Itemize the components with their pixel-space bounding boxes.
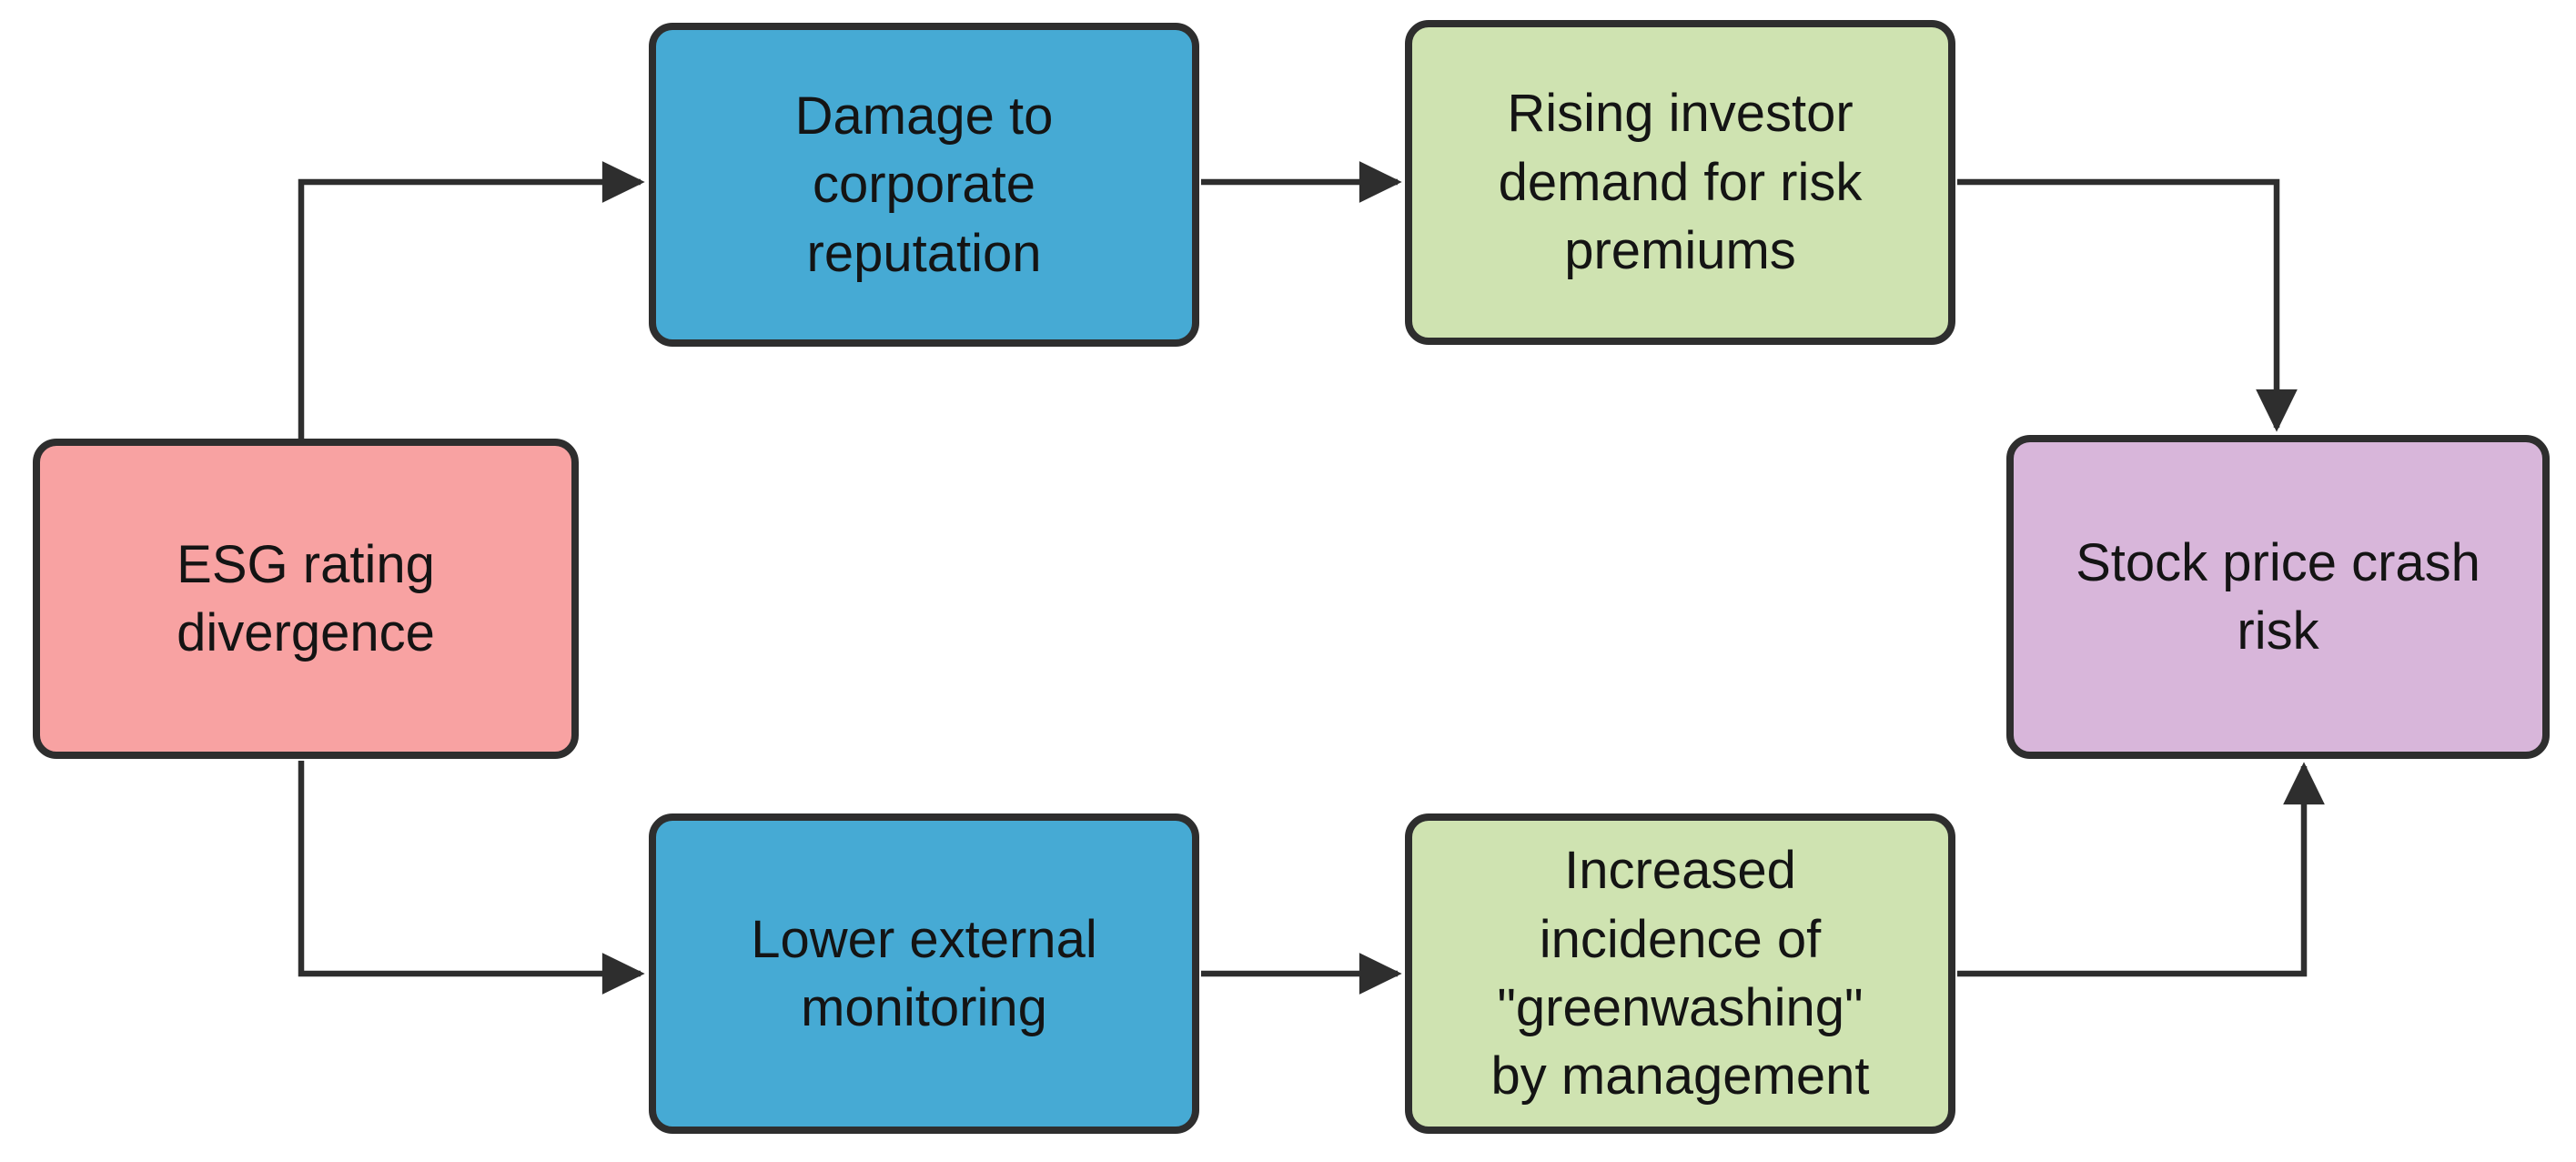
- node-esg-rating-divergence: ESG rating divergence: [33, 439, 579, 759]
- node-increased-greenwashing: Increased incidence of "greenwashing" by…: [1405, 813, 1955, 1134]
- edge-esg-to-damage: [298, 161, 645, 440]
- node-label: Increased incidence of "greenwashing" by…: [1490, 841, 1870, 1106]
- edge-rising-to-stock: [1957, 178, 2298, 432]
- node-damage-to-corporate-reputation: Damage to corporate reputation: [649, 23, 1199, 347]
- node-label: Stock price crash risk: [2076, 532, 2480, 661]
- edge-greenwash-to-stock: [1957, 762, 2325, 977]
- node-label: Lower external monitoring: [751, 909, 1097, 1037]
- edge-esg-to-lower: [298, 761, 645, 995]
- node-label: ESG rating divergence: [177, 534, 435, 662]
- node-label: Damage to corporate reputation: [794, 86, 1054, 283]
- node-lower-external-monitoring: Lower external monitoring: [649, 813, 1199, 1134]
- node-stock-price-crash-risk: Stock price crash risk: [2006, 435, 2550, 759]
- node-label: Rising investor demand for risk premiums: [1498, 84, 1863, 281]
- node-rising-investor-demand: Rising investor demand for risk premiums: [1405, 20, 1955, 345]
